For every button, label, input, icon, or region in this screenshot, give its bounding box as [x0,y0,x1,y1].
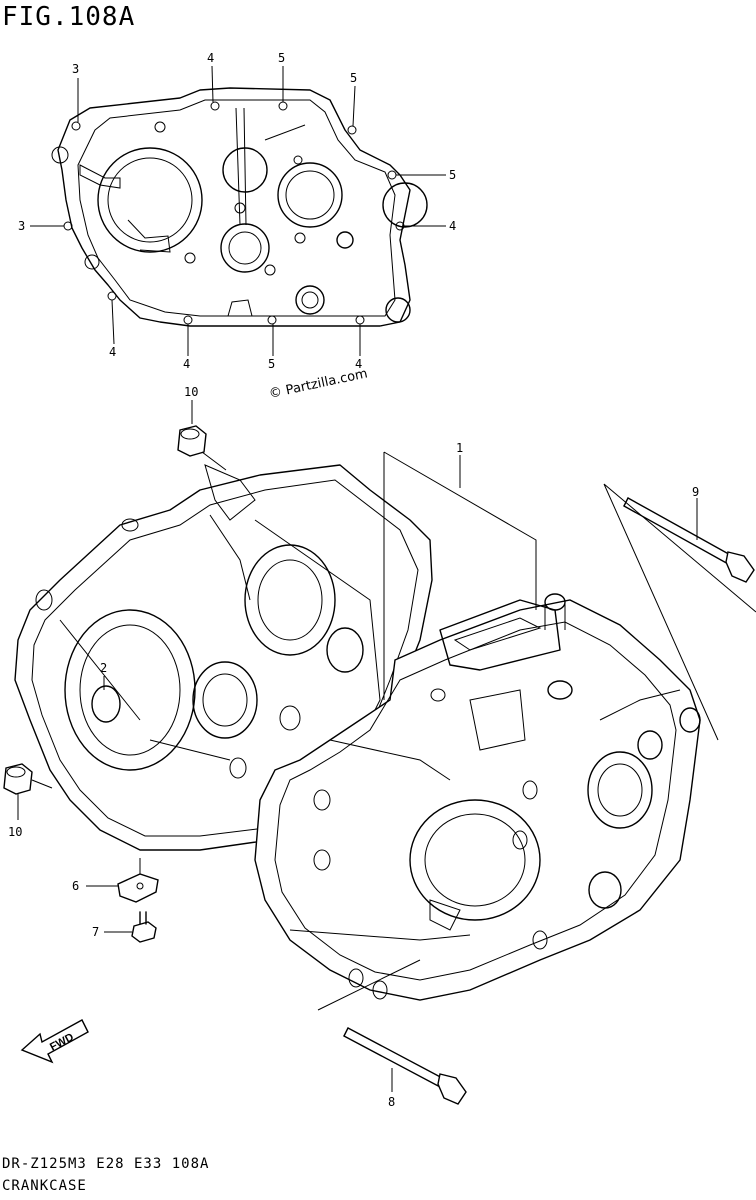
callout-4: 4 [109,345,116,359]
callout-1: 1 [456,441,463,455]
watermark: © Partzilla.com [268,366,369,402]
callout-5: 5 [350,71,357,85]
callout-5: 5 [278,51,285,65]
callout-10: 10 [184,385,198,399]
callout-3: 3 [18,219,25,233]
callout-5: 5 [268,357,275,371]
screw-part-7 [104,911,157,943]
leader-part-1 [383,451,537,700]
callout-3: 3 [72,62,79,76]
callout-7: 7 [92,925,99,939]
plate-part-6 [86,858,159,903]
bolt-part-9-upper [603,483,756,741]
fwd-label: FWD [48,1031,76,1053]
crankcase-right-half [254,593,701,1001]
footer-part-name: CRANKCASE [2,1178,87,1194]
callout-8: 8 [388,1095,395,1109]
callout-2: 2 [100,661,107,675]
callout-4: 4 [207,51,214,65]
callout-4: 4 [449,219,456,233]
callout-6: 6 [72,879,79,893]
nut-part-10-upper [177,400,227,471]
bolt-part-8-lower [317,959,467,1105]
callout-5: 5 [449,168,456,182]
callout-4: 4 [355,357,362,371]
fwd-arrow-icon: FWD [20,1019,89,1064]
callout-10: 10 [8,825,22,839]
nut-part-10-lower [3,763,53,820]
crankcase-face-view [30,65,446,356]
callout-4: 4 [183,357,190,371]
footer-model-code: DR-Z125M3 E28 E33 108A [2,1156,210,1172]
callout-9: 9 [692,485,699,499]
figure-title: FIG.108A [2,2,136,32]
